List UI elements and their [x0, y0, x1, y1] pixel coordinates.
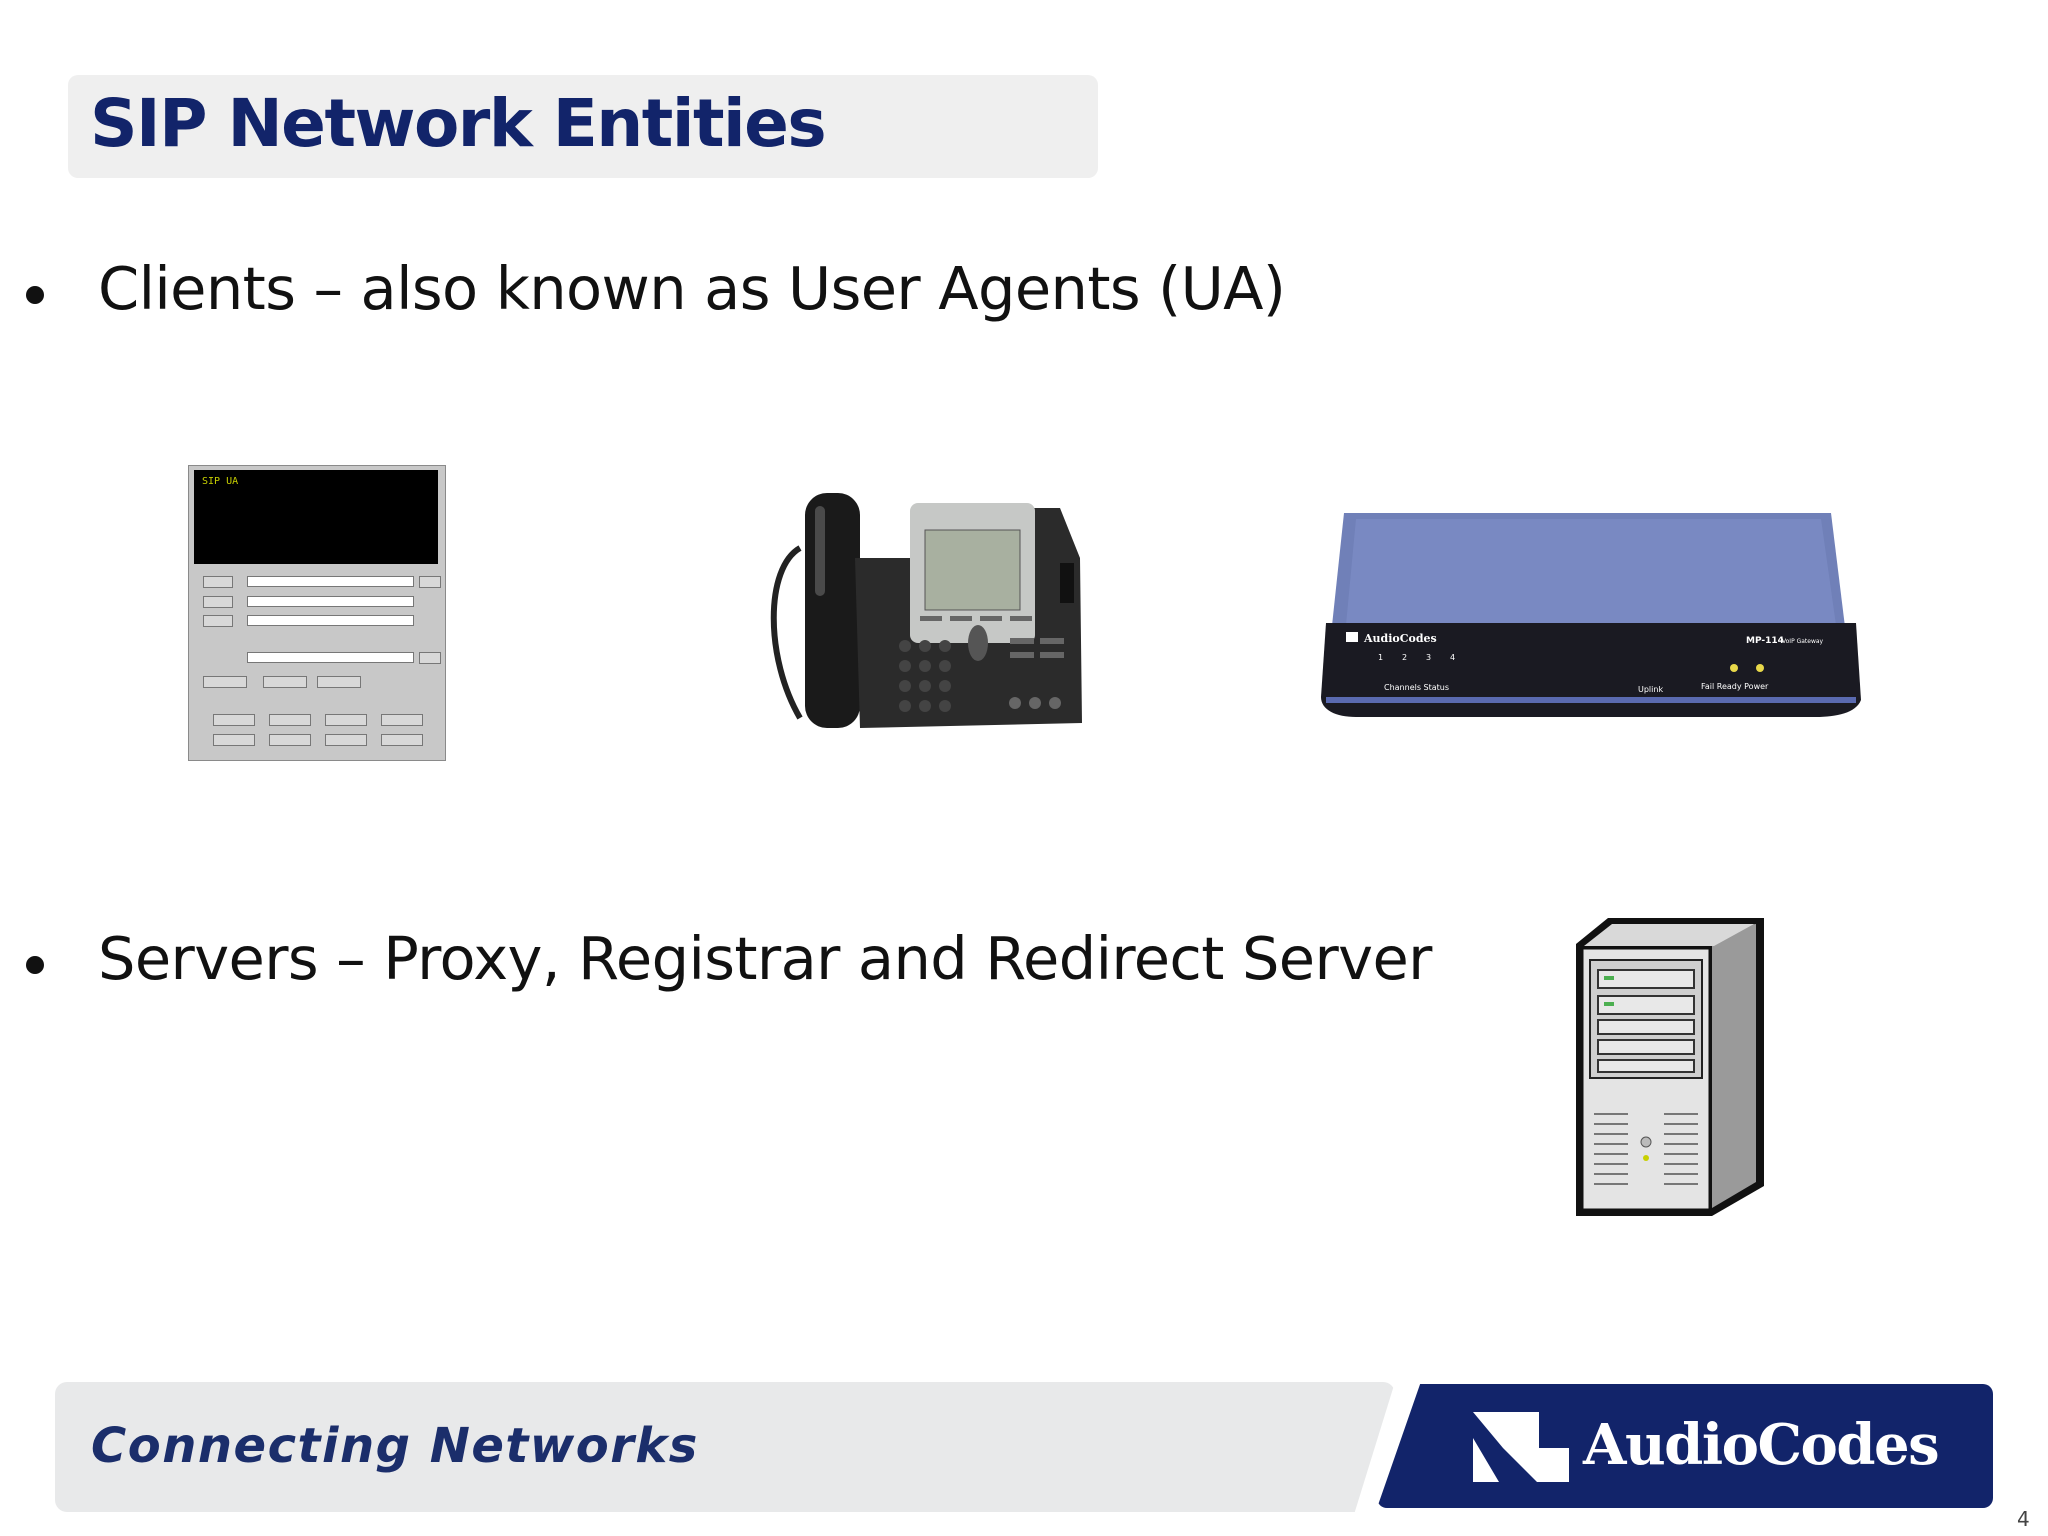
footer-band: Connecting Networks	[55, 1382, 1395, 1512]
gateway-status-labels: Fail Ready Power	[1701, 682, 1769, 691]
ip-phone-image	[770, 493, 1082, 728]
gateway-port-4: 4	[1450, 653, 1455, 662]
softphone-button	[317, 676, 361, 688]
softphone-button	[419, 576, 441, 588]
gateway-brand: AudioCodes	[1363, 632, 1437, 645]
gateway-port-3: 3	[1426, 653, 1431, 662]
gateway-image: AudioCodes 1 2 3 4 Channels Status Uplin…	[1321, 513, 1861, 717]
gateway-uplink-label: Uplink	[1638, 685, 1663, 694]
softphone-button	[263, 676, 307, 688]
bullet-clients: Clients – also known as User Agents (UA)	[20, 250, 1286, 340]
softphone-button	[381, 714, 423, 726]
softphone-button	[203, 576, 233, 588]
bullet-text-clients: Clients – also known as User Agents (UA)	[98, 254, 1286, 323]
softphone-button	[325, 714, 367, 726]
softphone-button	[213, 734, 255, 746]
softphone-button	[203, 615, 233, 627]
gateway-port-2: 2	[1402, 653, 1407, 662]
bullet-servers: Servers – Proxy, Registrar and Redirect …	[20, 920, 1432, 1010]
gateway-model: MP-114	[1746, 636, 1784, 646]
slide-title: SIP Network Entities	[90, 85, 827, 162]
footer-tagline: Connecting Networks	[91, 1418, 699, 1474]
softphone-image: SIP UA	[188, 465, 446, 761]
bullet-dot	[26, 286, 44, 304]
softphone-button	[269, 734, 311, 746]
softphone-button	[381, 734, 423, 746]
gateway-channels-label: Channels Status	[1384, 683, 1449, 692]
softphone-button	[213, 714, 255, 726]
softphone-button	[269, 714, 311, 726]
bullet-text-servers: Servers – Proxy, Registrar and Redirect …	[98, 924, 1432, 993]
softphone-field	[247, 615, 414, 626]
softphone-button	[419, 652, 441, 664]
softphone-screen-text: SIP UA	[202, 476, 239, 487]
softphone-button	[203, 676, 247, 688]
softphone-field	[247, 652, 414, 663]
softphone-button	[325, 734, 367, 746]
server-tower-icon	[1576, 918, 1764, 1216]
page-number: 4	[2017, 1507, 2030, 1531]
softphone-field	[247, 576, 414, 587]
softphone-field	[247, 596, 414, 607]
audiocodes-logo-mark-icon	[1473, 1412, 1569, 1482]
title-bar: SIP Network Entities	[68, 75, 1098, 178]
softphone-screen: SIP UA	[194, 470, 438, 564]
audiocodes-logo: AudioCodes	[1377, 1384, 1993, 1508]
bullet-dot	[26, 956, 44, 974]
logo-wordmark: AudioCodes	[1583, 1412, 1940, 1478]
gateway-model-sub: VoIP Gateway	[1782, 638, 1824, 645]
softphone-button	[203, 596, 233, 608]
gateway-port-1: 1	[1378, 653, 1383, 662]
